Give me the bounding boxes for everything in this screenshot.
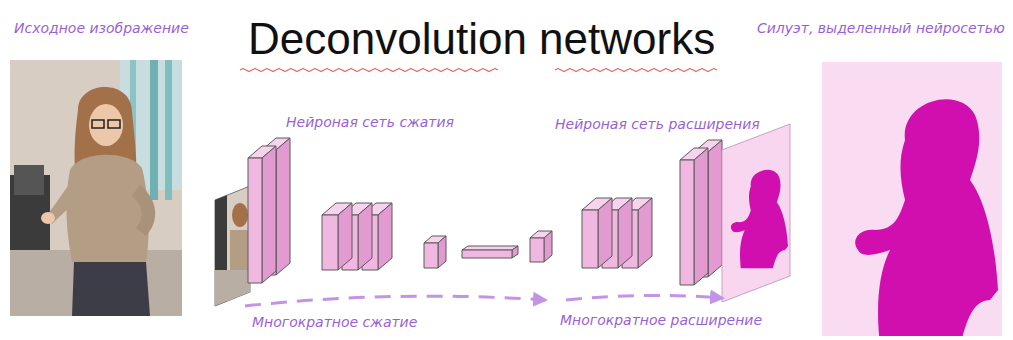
handwritten-label: Нейроная сеть сжатия bbox=[286, 114, 454, 130]
handwritten-label: Многократное сжатие bbox=[252, 314, 417, 330]
diagram-title: Deconvolution networks bbox=[248, 14, 715, 64]
output-silhouette bbox=[822, 62, 1002, 340]
input-plane bbox=[215, 186, 250, 310]
output-plane bbox=[722, 124, 790, 302]
handwritten-label: Силуэт, выделенный нейросетью bbox=[757, 20, 1005, 36]
dashed-arrow bbox=[566, 295, 722, 300]
handwritten-label: Нейроная сеть расширения bbox=[555, 116, 760, 132]
source-photo bbox=[10, 60, 182, 316]
handwritten-label: Многократное расширение bbox=[560, 312, 762, 328]
handwritten-label: Исходное изображение bbox=[14, 20, 189, 36]
dashed-arrow bbox=[245, 296, 545, 306]
network-layers bbox=[248, 138, 722, 285]
spellcheck-squiggle bbox=[240, 69, 498, 72]
spellcheck-squiggle bbox=[555, 69, 717, 72]
